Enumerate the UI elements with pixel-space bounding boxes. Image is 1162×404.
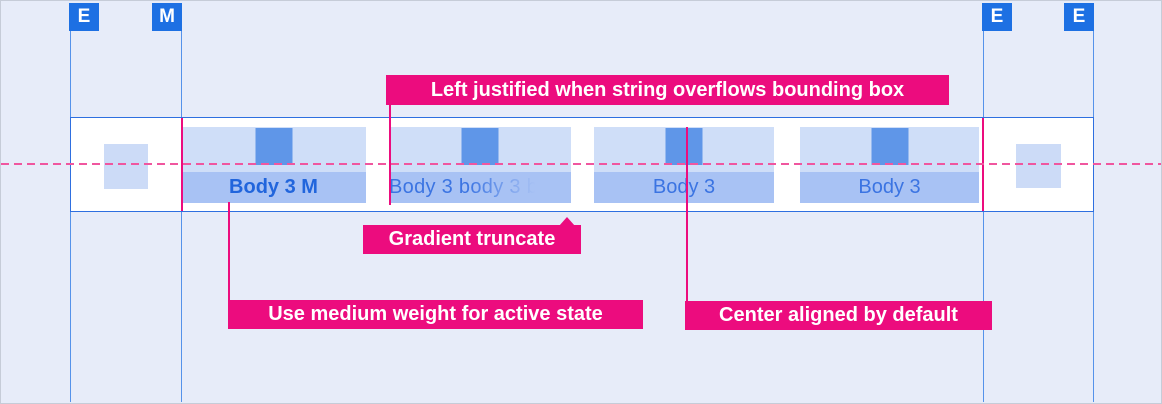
spacing-marker-e-right-inner: E: [982, 3, 1012, 31]
tab-icon: [665, 128, 703, 165]
annotation-center-aligned: Center aligned by default: [685, 301, 992, 330]
tab-label-band: Body 3: [800, 172, 979, 203]
tab-label: Body 3: [858, 176, 921, 198]
guide-line-edge-right: [1093, 31, 1094, 402]
annotation-text: Gradient truncate: [388, 228, 556, 250]
tab-label-band: Body 3 M: [181, 172, 366, 203]
spacing-marker-e-right-outer: E: [1064, 3, 1094, 31]
annotation-gradient-truncate: Gradient truncate: [363, 217, 581, 254]
tab-body3-first[interactable]: Body 3: [594, 127, 774, 203]
tab-icon-area: [594, 127, 774, 172]
tab-label-truncated: Body 3 body 3 b: [389, 176, 539, 198]
tab-icon: [255, 128, 292, 165]
tab-overflow-body3[interactable]: Body 3 body 3 b: [389, 127, 571, 203]
caret-up-icon: [559, 217, 575, 226]
tab-label: Body 3: [652, 176, 716, 198]
tab-label-band: Body 3 body 3 b: [389, 172, 571, 203]
tab-icon: [871, 128, 908, 165]
trailing-placeholder-square: [1016, 144, 1061, 188]
tab-icon: [461, 128, 499, 165]
tab-icon-area: [800, 127, 979, 172]
tab-active-body3m[interactable]: Body 3 M: [181, 127, 366, 203]
connector-medium-weight: [228, 202, 230, 300]
guide-line-margin-right: [983, 31, 984, 402]
connector-center-aligned: [686, 127, 688, 301]
connector-left-justified: [389, 105, 391, 205]
centerline-dashed: [1, 163, 1161, 165]
leading-placeholder-square: [104, 144, 148, 189]
tab-icon-area: [389, 127, 571, 172]
tab-body3-second[interactable]: Body 3: [800, 127, 979, 203]
annotation-medium-weight: Use medium weight for active state: [228, 300, 643, 329]
tab-label: Body 3 M: [229, 176, 318, 198]
annotation-left-justified: Left justified when string overflows bou…: [386, 75, 949, 105]
spacing-marker-e-left: E: [69, 3, 99, 31]
tab-icon-area: [181, 127, 366, 172]
guide-line-margin-left: [181, 31, 182, 402]
guide-line-edge-left: [70, 31, 71, 402]
tab-label-band: Body 3: [594, 172, 774, 203]
spacing-marker-m-left: M: [152, 3, 182, 31]
